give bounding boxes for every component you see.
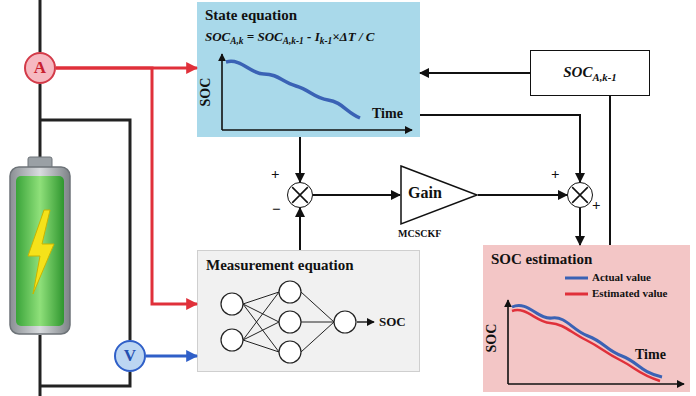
battery-symbol [10,157,70,334]
method-label: MCSCKF [398,228,441,240]
connector-arrow [478,194,567,196]
axis-label: SOC [198,78,214,107]
sign-label: − [272,201,281,218]
box-heading: State equation [205,7,297,24]
soc-estimation-box: SOC estimationSOC Time [483,245,690,392]
voltmeter-circle: V [114,340,146,372]
output-label: SOC [379,315,406,330]
legend-label: Estimated value [592,287,667,300]
soc-chart [222,54,412,130]
state-equation-box: State equationSOCA,k = SOCA,k-1 - Ik-1×Δ… [197,2,420,137]
sum-junction: +− [287,182,313,208]
sum-cross [288,183,312,207]
sum-junction: ++ [567,182,593,208]
legend-line [565,293,588,296]
connector-arrow [299,208,301,250]
connector-arrow [420,72,530,74]
gain-label: Gain [408,184,442,202]
axis-label: Time [635,347,666,363]
gain-triangle: GainMCSCKF [400,165,478,225]
previous-state-box: SOCA,k-1 [530,50,650,96]
connector-arrow [313,194,400,196]
node-label: V [116,346,144,366]
formula: SOCA,k = SOCA,k-1 - Ik-1×ΔT / C [205,30,374,45]
sum-cross [568,183,592,207]
ammeter-circle: A [24,52,56,84]
connector-arrow [146,355,197,358]
box-heading: Measurement equation [206,257,354,274]
circuit-wire [40,0,130,396]
sign-label: + [592,197,601,214]
connector-arrow [56,67,197,70]
measurement-equation-box: Measurement equationSOC [197,250,420,372]
connector-arrow [299,137,301,182]
sign-label: + [551,166,560,183]
neural-network [221,281,374,363]
node-label: A [26,58,54,78]
legend-line [565,277,588,280]
connector-arrow [420,115,580,182]
legend-label: Actual value [592,271,651,284]
sign-label: + [271,166,280,183]
connector-arrow [609,96,611,245]
connector-arrow [579,208,581,245]
axis-label: Time [372,106,403,122]
axis-label: SOC [484,324,500,353]
connector-arrow [56,68,197,304]
estimate-chart [508,300,684,384]
box-heading: SOC estimation [491,251,592,268]
state-symbol: SOCA,k-1 [531,64,649,81]
